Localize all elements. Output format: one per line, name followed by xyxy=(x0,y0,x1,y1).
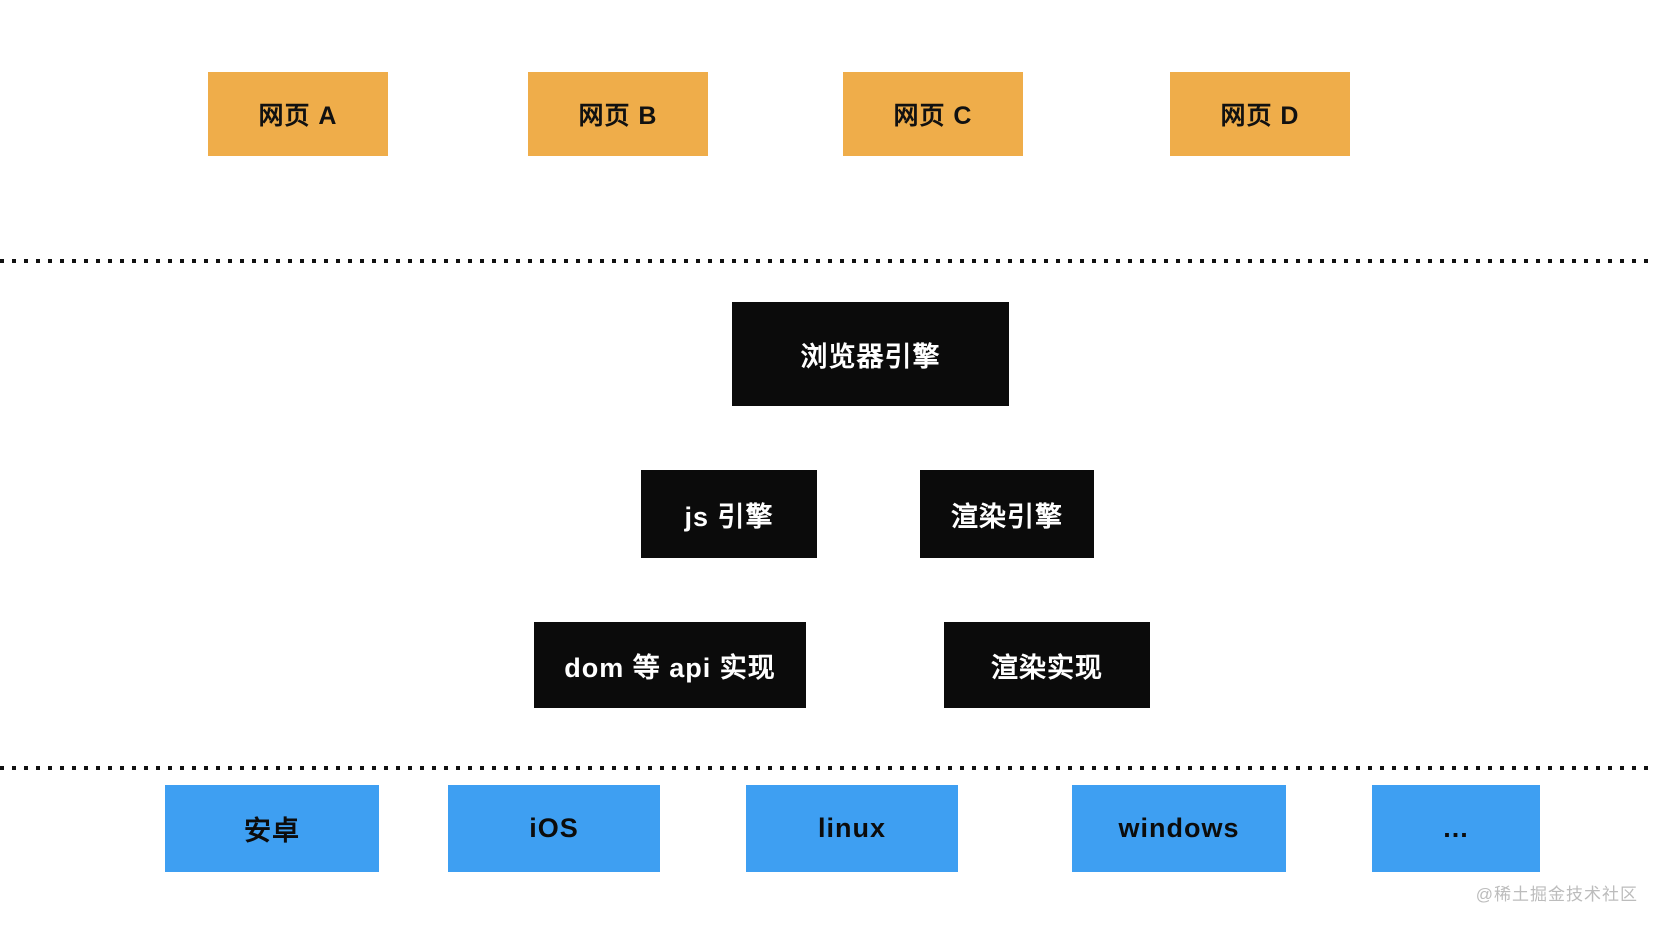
webpage-c-box: 网页 C xyxy=(843,72,1023,156)
webpage-a-box: 网页 A xyxy=(208,72,388,156)
platform-android-box: 安卓 xyxy=(165,785,379,872)
render-engine-box: 渲染引擎 xyxy=(920,470,1094,558)
platform-windows-box: windows xyxy=(1072,785,1286,872)
top-dotted-separator xyxy=(0,259,1656,263)
webpage-d-box: 网页 D xyxy=(1170,72,1350,156)
juejin-watermark: @稀土掘金技术社区 xyxy=(1475,885,1638,904)
bottom-dotted-separator xyxy=(0,766,1656,770)
platform-more-box: ... xyxy=(1372,785,1540,872)
dom-api-implementation-box: dom 等 api 实现 xyxy=(534,622,806,708)
browser-engine-box: 浏览器引擎 xyxy=(732,302,1009,406)
render-implementation-box: 渲染实现 xyxy=(944,622,1150,708)
platform-ios-box: iOS xyxy=(448,785,660,872)
platform-linux-box: linux xyxy=(746,785,958,872)
webpage-b-box: 网页 B xyxy=(528,72,708,156)
js-engine-box: js 引擎 xyxy=(641,470,817,558)
